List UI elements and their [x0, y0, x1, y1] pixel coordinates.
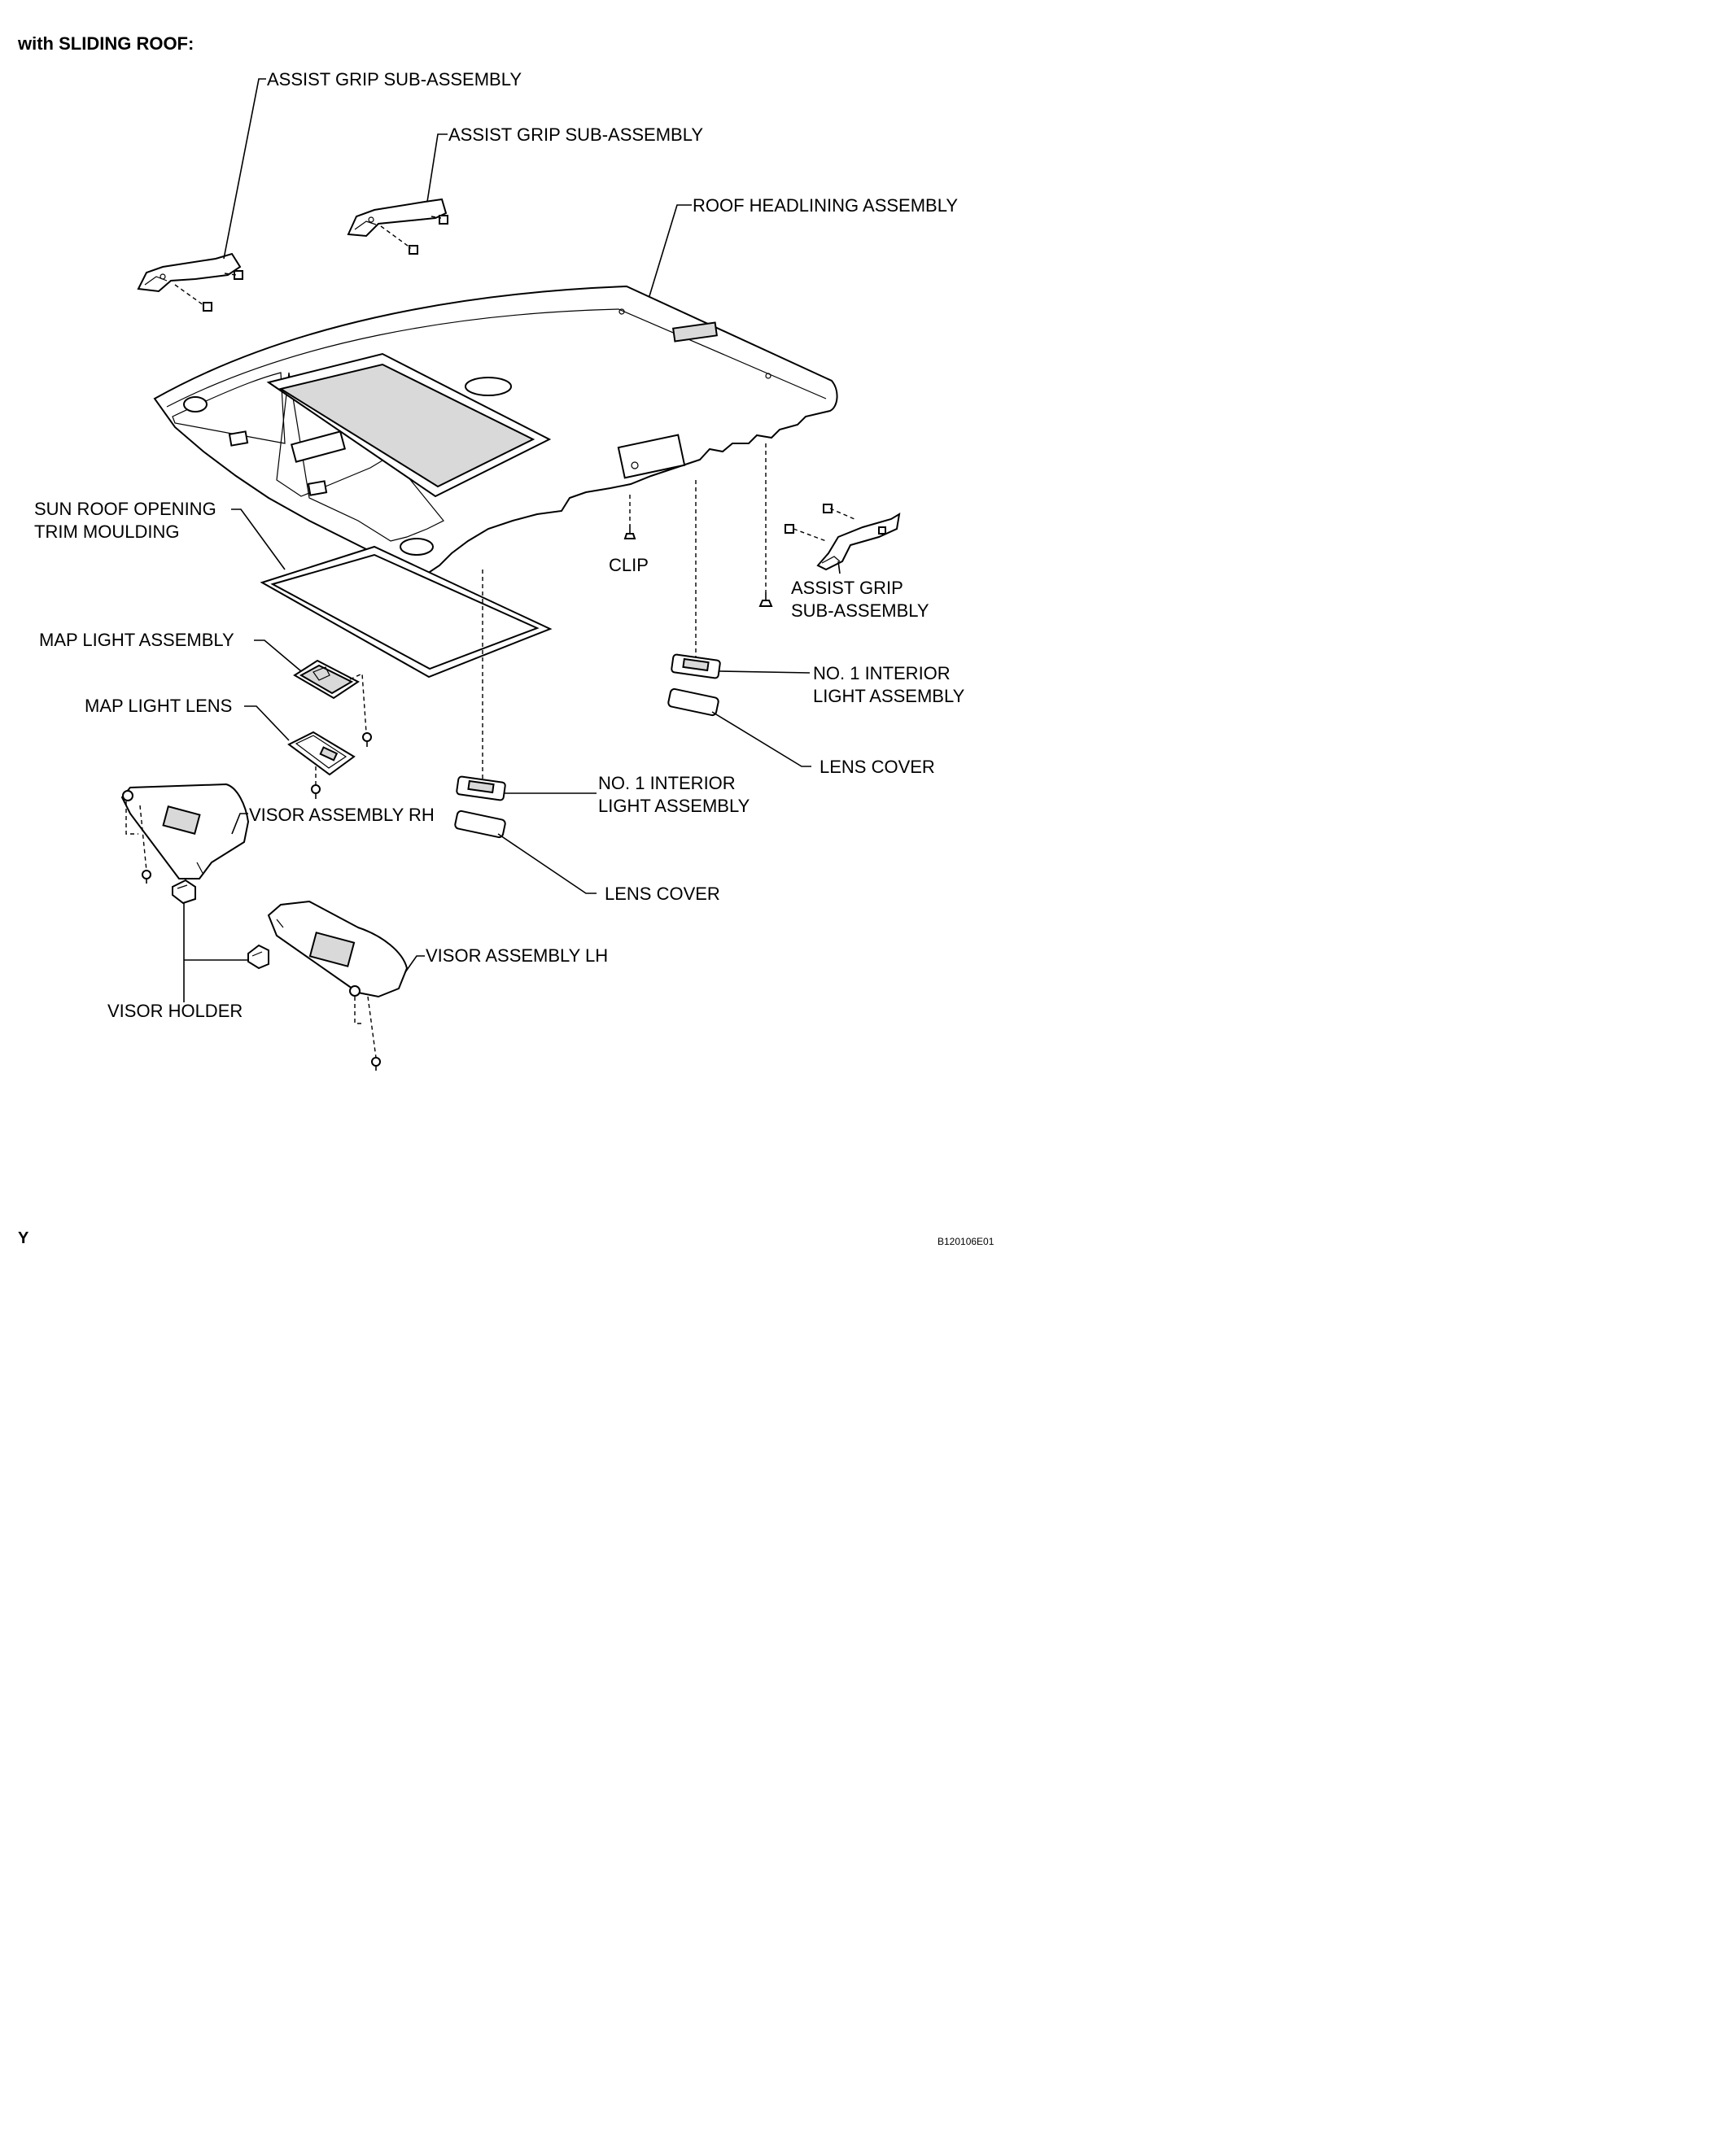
label-map-light-lens: MAP LIGHT LENS	[85, 696, 233, 716]
clip-2	[758, 592, 773, 607]
lens-cover-2-part	[454, 810, 506, 839]
visor-holder-2	[247, 944, 269, 970]
label-roof-headlining: ROOF HEADLINING ASSEMBLY	[693, 195, 959, 216]
label-interior-light-1-line1: NO. 1 INTERIOR	[813, 663, 951, 683]
label-visor-holder: VISOR HOLDER	[107, 1001, 243, 1021]
visor-lh-part	[267, 900, 409, 998]
label-lens-cover-2: LENS COVER	[605, 884, 720, 904]
label-map-light-assembly: MAP LIGHT ASSEMBLY	[39, 630, 234, 650]
map-light-assembly-part	[293, 659, 360, 700]
corner-letter: Y	[18, 1229, 29, 1247]
label-clip: CLIP	[609, 555, 649, 575]
assist-grip-1	[137, 252, 243, 312]
clip-1	[623, 525, 636, 539]
visor-rh-part	[120, 783, 250, 879]
label-sun-roof-trim-line2: TRIM MOULDING	[34, 522, 180, 542]
label-sun-roof-trim-line1: SUN ROOF OPENING	[34, 499, 216, 519]
label-assist-grip-2: ASSIST GRIP SUB-ASSEMBLY	[448, 124, 703, 145]
label-interior-light-1-line2: LIGHT ASSEMBLY	[813, 686, 965, 706]
label-interior-light-2-line1: NO. 1 INTERIOR	[598, 773, 736, 793]
label-lens-cover-1: LENS COVER	[820, 757, 935, 777]
interior-light-2-part	[456, 775, 506, 801]
figure-title: with SLIDING ROOF:	[18, 33, 195, 54]
roof-headlining-part	[153, 285, 838, 574]
label-visor-lh: VISOR ASSEMBLY LH	[426, 945, 609, 966]
label-assist-grip-1: ASSIST GRIP SUB-ASSEMBLY	[267, 69, 522, 89]
assist-grip-2	[347, 198, 448, 255]
lens-cover-1-part	[667, 687, 719, 717]
label-assist-grip-3-line1: ASSIST GRIP	[791, 578, 903, 598]
label-visor-rh: VISOR ASSEMBLY RH	[249, 805, 435, 825]
visor-holder-1	[172, 879, 196, 905]
map-light-lens-part	[287, 731, 356, 776]
label-interior-light-2-line2: LIGHT ASSEMBLY	[598, 796, 750, 816]
figure-code: B120106E01	[938, 1236, 994, 1247]
exploded-diagram-canvas: with SLIDING ROOF: ASSIST GRIP SUB-ASSEM…	[0, 0, 1011, 1263]
label-assist-grip-3-line2: SUB-ASSEMBLY	[791, 600, 929, 621]
roof-headlining-exploded-view	[120, 78, 901, 1071]
interior-light-1-part	[671, 653, 721, 679]
assist-grip-3	[785, 504, 901, 571]
sun-roof-trim-moulding	[260, 545, 553, 679]
